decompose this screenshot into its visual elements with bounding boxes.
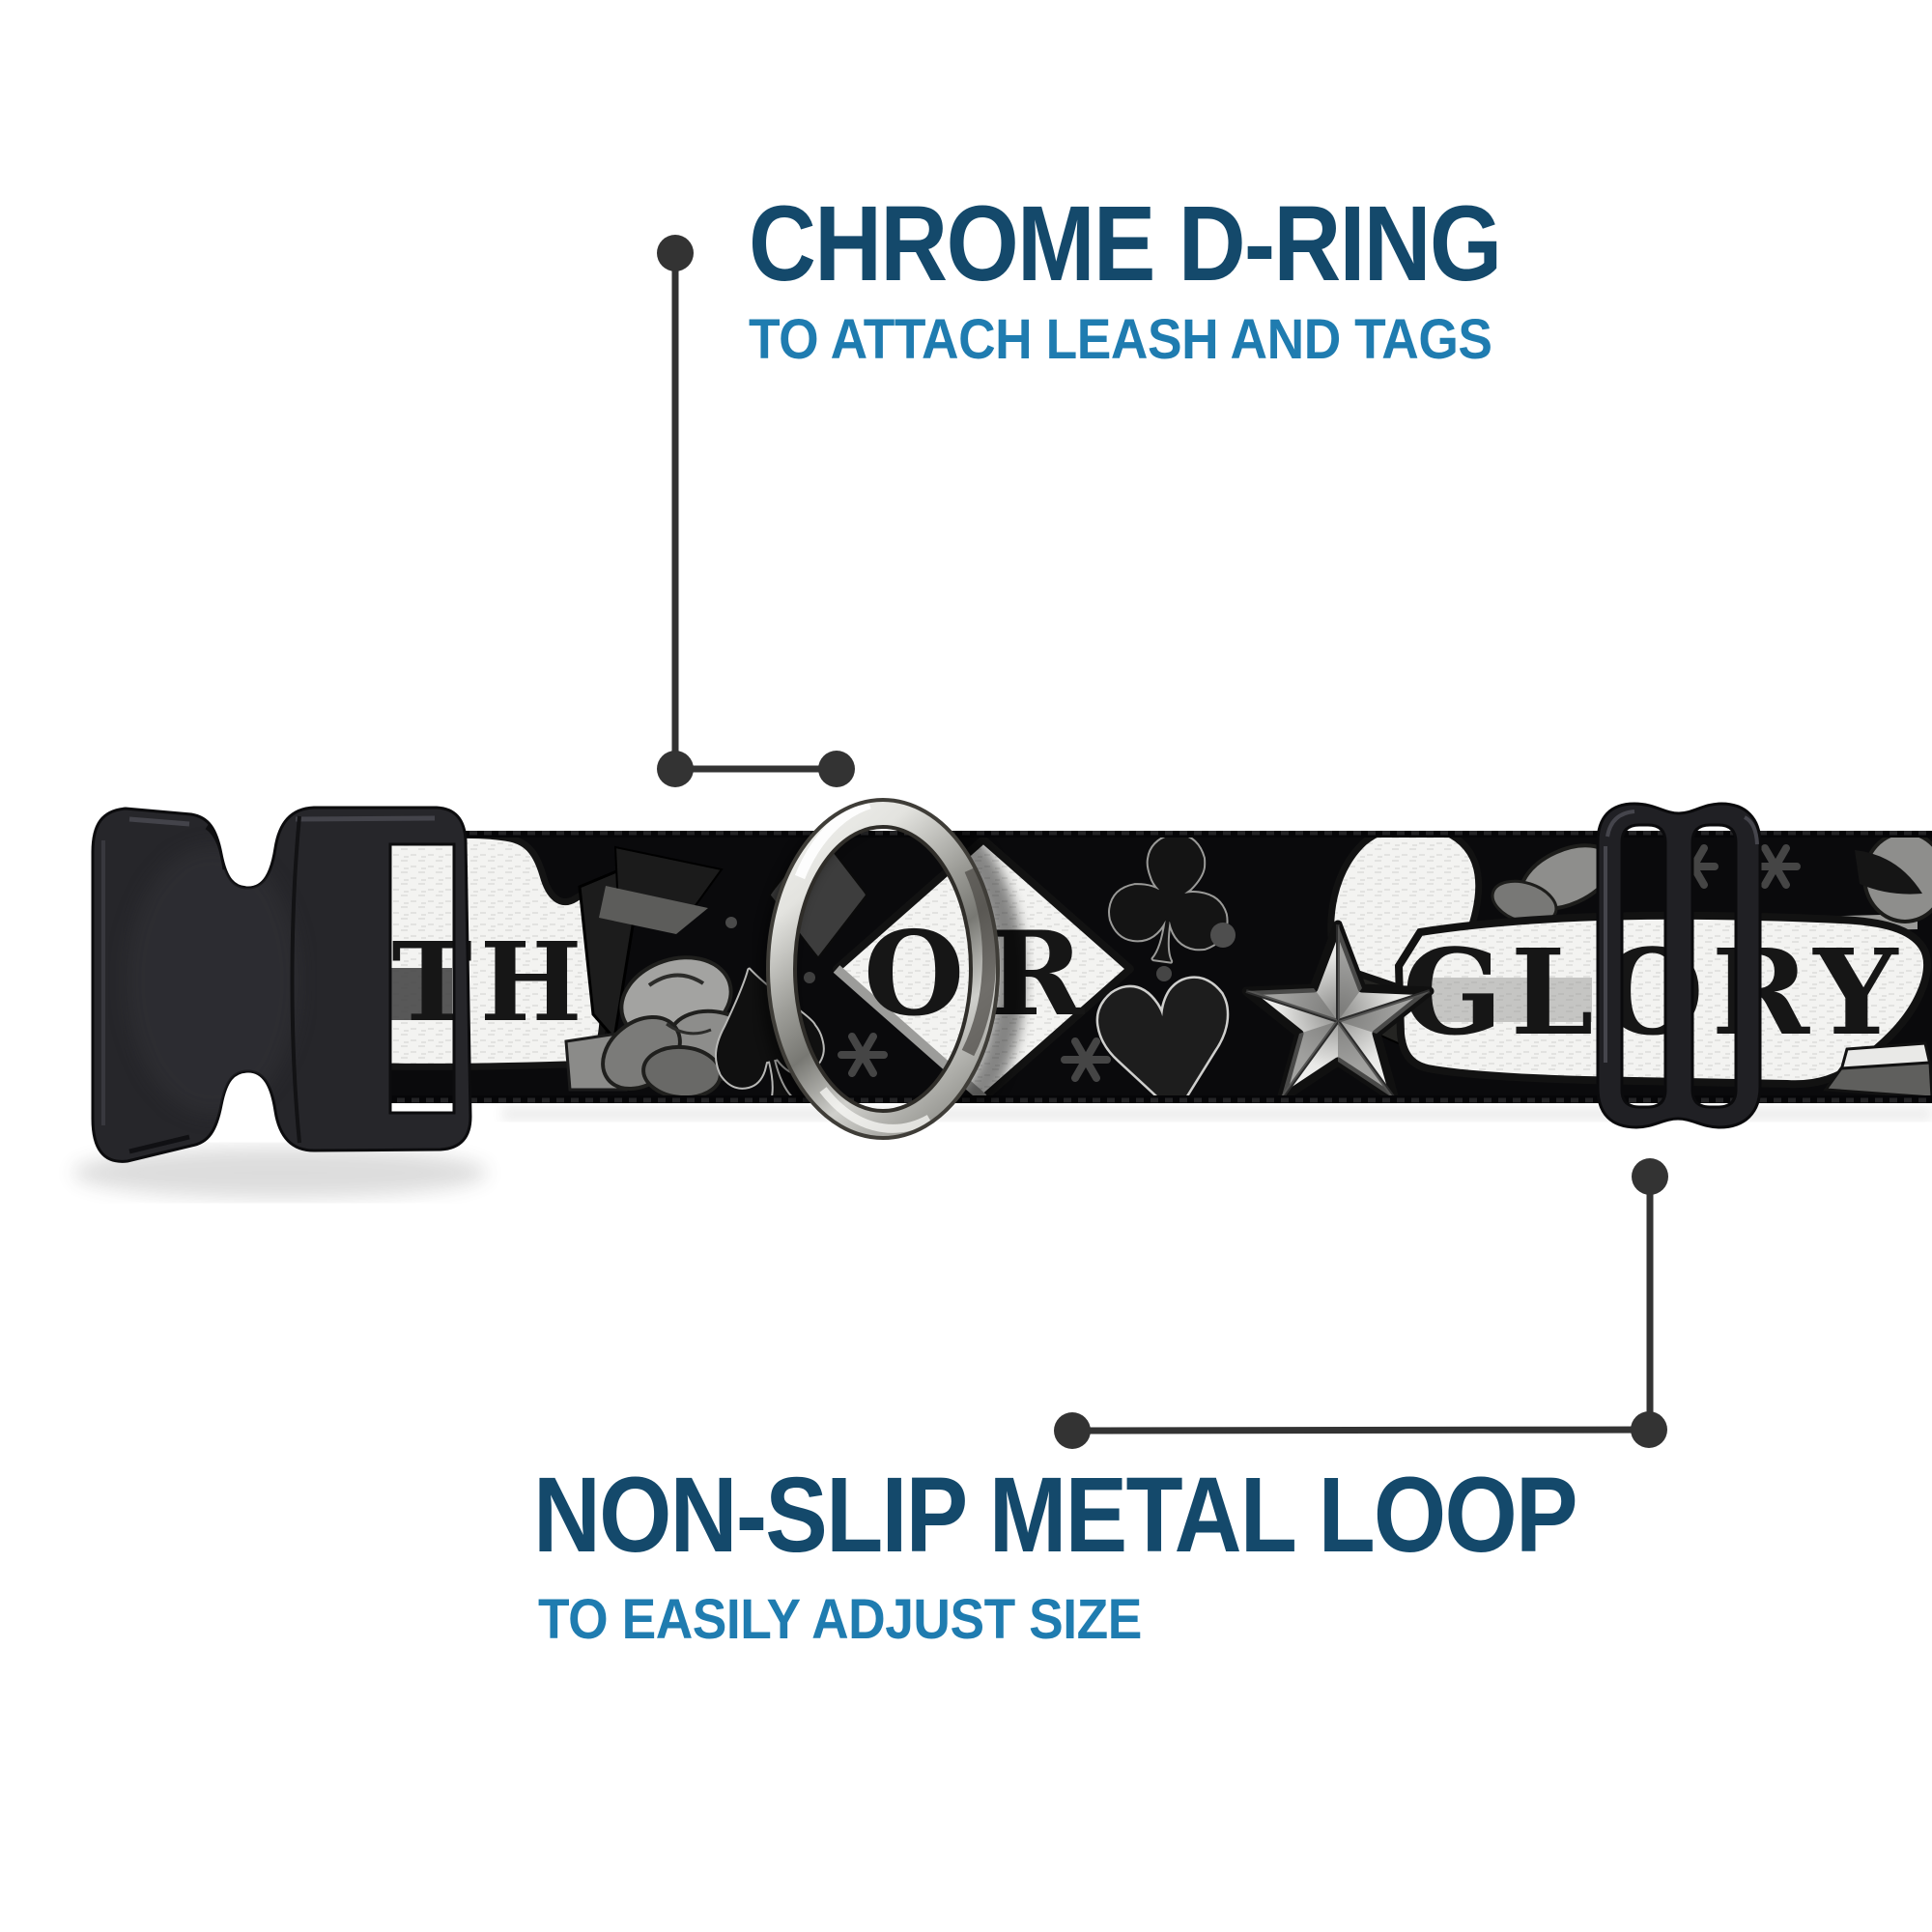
collar-word-left: TH xyxy=(391,920,589,1046)
slider-highlight xyxy=(1604,810,1759,1063)
collar-word-right: GLORY xyxy=(1403,923,1906,1062)
top-callout-subheading: TO ATTACH LEASH AND TAGS xyxy=(749,308,1492,371)
bottom-callout-heading: NON-SLIP METAL LOOP xyxy=(533,1456,1578,1575)
banner-main xyxy=(1394,911,1931,1089)
rose xyxy=(601,955,767,1100)
banner-right: GLORY xyxy=(1327,831,1932,1099)
ribbon-gray xyxy=(599,886,708,934)
callout-dot xyxy=(1631,1411,1667,1448)
callout-dot xyxy=(1054,1412,1091,1449)
callout-dot xyxy=(657,751,694,787)
heart-icon: ♥ xyxy=(1073,936,1261,1165)
bottom-callout-hline xyxy=(1071,1426,1651,1435)
pattern-dot xyxy=(725,917,737,928)
callout-dot xyxy=(657,235,694,271)
buckle-bottom-shadow xyxy=(128,1134,190,1154)
chrome-d-ring xyxy=(753,784,1024,1157)
club-icon: ♣ xyxy=(1079,791,1262,1012)
top-callout-heading: CHROME D-RING xyxy=(749,185,1502,303)
metal-loop-slider xyxy=(1596,802,1762,1129)
buckle-seam xyxy=(290,815,301,1144)
callout-dot xyxy=(818,751,855,787)
side-release-buckle xyxy=(91,806,472,1163)
pattern-dot xyxy=(1156,966,1172,981)
callout-dot xyxy=(1632,1158,1668,1195)
top-callout-connector xyxy=(657,235,855,787)
banner-end-gray xyxy=(1823,1061,1932,1099)
buckle-bevel xyxy=(128,815,436,827)
banner-shade xyxy=(1428,978,1592,1022)
banner-shade xyxy=(383,968,452,1020)
slider-body xyxy=(1596,802,1762,1129)
fold-dark xyxy=(1855,850,1922,895)
pattern-dot xyxy=(1210,923,1236,948)
nautical-star xyxy=(1241,920,1435,1103)
buckle-shadow xyxy=(72,1148,488,1198)
bottom-callout-subheading: TO EASILY ADJUST SIZE xyxy=(538,1588,1142,1651)
buckle-sheen xyxy=(126,845,299,1116)
bottom-callout-connector xyxy=(1054,1158,1668,1449)
